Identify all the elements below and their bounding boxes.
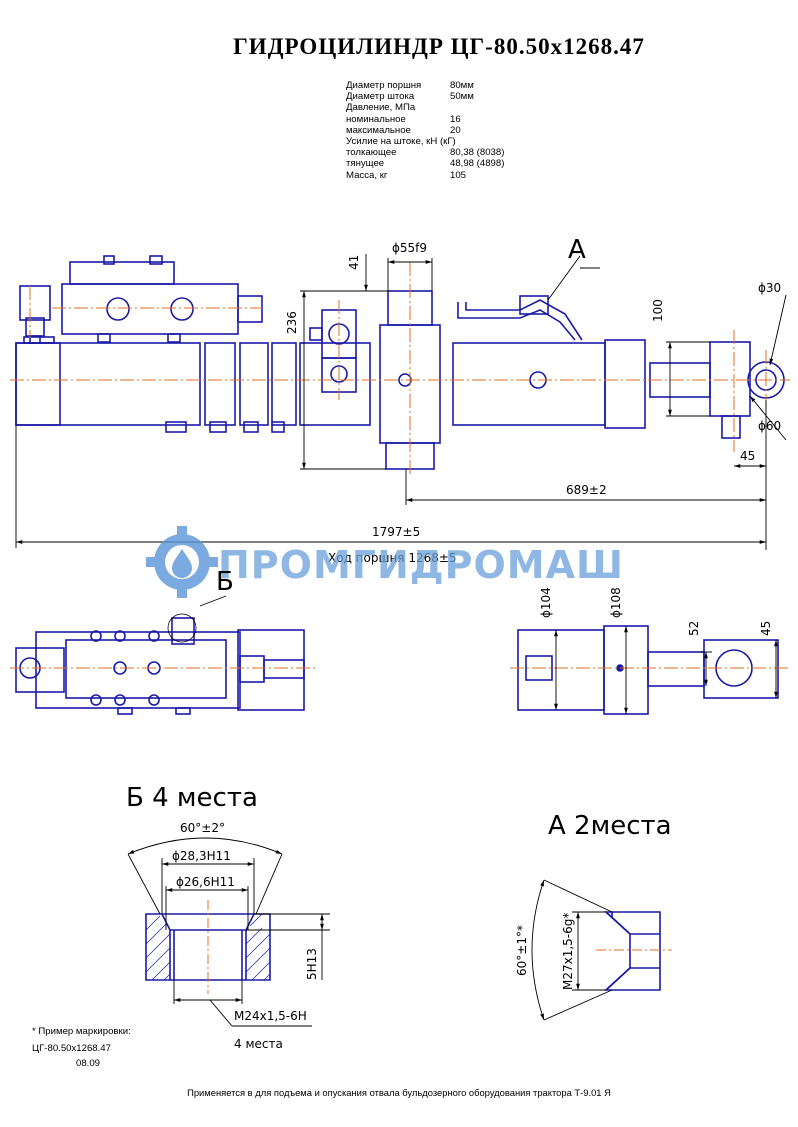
dim-b-d266: ϕ26,6Н11 [176, 875, 235, 889]
spec-value: 80,38 (8038) [450, 147, 505, 159]
dim-52: 52 [687, 621, 701, 636]
spec-value: 20 [450, 124, 461, 136]
dim-b-d283: ϕ28,3Н11 [172, 849, 231, 863]
application-note: Применяется в для подъема и опускания от… [187, 1087, 611, 1098]
dim-rod-diameter: ϕ55f9 [392, 241, 427, 255]
spec-value: 80мм [450, 80, 474, 91]
top-view-right-dims [554, 626, 778, 714]
spec-value: 16 [450, 113, 461, 125]
dim-689: 689±2 [566, 483, 607, 497]
view-b-label: Б [216, 567, 234, 597]
spec-label: максимальное [346, 124, 411, 136]
dim-d30: ϕ30 [758, 281, 781, 295]
watermark-gear-icon [146, 526, 218, 598]
spec-label: номинальное [346, 113, 406, 125]
detail-b-dims [127, 837, 330, 1027]
top-view-left [15, 613, 305, 715]
spec-row: Масса, кг 105 [346, 170, 504, 181]
view-a-label: А [568, 235, 586, 265]
watermark-text: ПРОМГИДРОМАШ [218, 543, 624, 587]
spec-value: 50мм [450, 91, 474, 103]
dim-b-places: 4 места [234, 1037, 283, 1051]
marking-note-code: ЦГ-80.50х1268.47 [32, 1043, 111, 1054]
spec-label: Диаметр поршня [346, 80, 422, 91]
detail-a-dims [531, 879, 613, 1021]
dim-stroke: Ход поршня 1268±5 [328, 551, 457, 565]
dim-236: 236 [285, 311, 299, 334]
spec-label: Масса, кг [346, 169, 388, 181]
drawing-title: ГИДРОЦИЛИНДР ЦГ-80.50х1268.47 [233, 34, 645, 59]
main-view [15, 255, 785, 470]
spec-row: Диаметр поршня 80мм [346, 80, 504, 91]
spec-row: Давление, МПа [346, 102, 504, 113]
dim-41: 41 [347, 255, 361, 270]
spec-row: Диаметр штока 50мм [346, 91, 504, 102]
detail-a [603, 911, 661, 991]
spec-row: максимальное 20 [346, 125, 504, 136]
spec-value: 48,98 (4898) [450, 158, 505, 170]
dim-d104: ϕ104 [539, 587, 553, 618]
spec-label: тянущее [346, 158, 385, 170]
spec-label: толкающее [346, 147, 397, 159]
marking-note-date: 08.09 [76, 1058, 101, 1069]
spec-label: Диаметр штока [346, 91, 415, 103]
dim-a-angle: 60°±1°* [515, 925, 529, 976]
dim-a-thread: М27х1,5-6g* [561, 913, 575, 990]
spec-value: 105 [450, 169, 467, 181]
spec-row: тянущее 48,98 (4898) [346, 158, 504, 169]
spec-label: Давление, МПа [346, 102, 416, 114]
dim-45: 45 [740, 449, 755, 463]
spec-row: толкающее 80,38 (8038) [346, 147, 504, 158]
spec-row: номинальное 16 [346, 114, 504, 125]
dim-b-angle: 60°±2° [180, 821, 225, 835]
detail-b-title: Б 4 места [126, 783, 258, 813]
detail-b-hatch [145, 913, 271, 981]
detail-a-title: А 2места [548, 811, 672, 841]
dim-b-thread: М24х1,5-6Н [234, 1009, 307, 1023]
dimension-lines [15, 254, 787, 550]
top-view-right [517, 625, 779, 715]
dim-d108: ϕ108 [609, 587, 623, 618]
watermark: ПРОМГИДРОМАШ [146, 526, 624, 598]
dim-45-side: 45 [759, 621, 773, 636]
dim-b-5h13: 5Н13 [305, 948, 319, 980]
specification-table: Диаметр поршня 80мм Диаметр штока 50мм Дав… [346, 80, 504, 181]
dim-d60: ϕ60 [758, 419, 781, 433]
marking-note-title: * Пример маркировки: [32, 1026, 131, 1037]
spec-row: Усилие на штоке, кН (кГ) [346, 136, 504, 147]
dim-100: 100 [651, 299, 665, 322]
spec-label: Усилие на штоке, кН (кГ) [346, 136, 456, 148]
dim-1797: 1797±5 [372, 525, 420, 539]
